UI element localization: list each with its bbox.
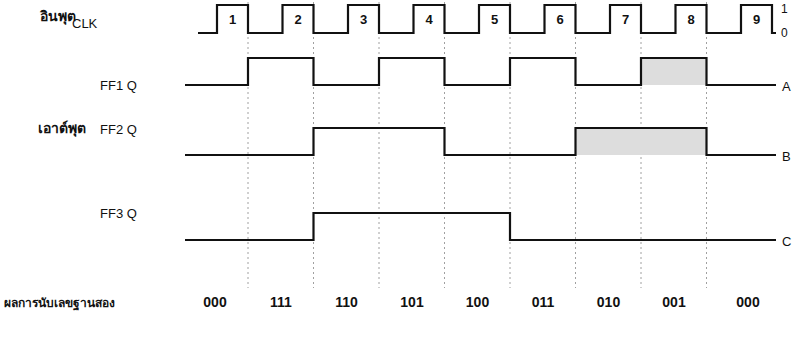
signal-group-label-holder: อินพุต xyxy=(40,5,76,27)
binary-count-holder: 111 xyxy=(270,294,292,310)
binary-count-holder: 110 xyxy=(335,294,358,310)
count-caption-holder: ผลการนับเลขฐานสอง xyxy=(4,293,115,312)
binary-count: 111 xyxy=(270,294,292,310)
binary-count-holder: 010 xyxy=(597,294,620,310)
pulse-number-holder: 2 xyxy=(294,12,301,27)
binary-count-holder: 000 xyxy=(203,294,226,310)
pulse-number-holder: 6 xyxy=(556,12,563,27)
output-name-holder: C xyxy=(782,234,791,249)
signal-group-label-holder: เอาต์พุต xyxy=(38,117,86,139)
signal-name-holder: CLK xyxy=(72,16,97,31)
pulse-number: 4 xyxy=(425,12,432,27)
binary-count-holder: 000 xyxy=(736,294,759,310)
pulse-number-holder: 3 xyxy=(360,12,367,27)
binary-count-holder: 101 xyxy=(400,294,423,310)
edge-guide-line xyxy=(379,2,380,288)
logic-level: 0 xyxy=(781,26,788,40)
output-name: A xyxy=(782,79,791,94)
signal-group-label: อินพุต xyxy=(40,8,76,24)
ff1-q-waveform xyxy=(185,58,776,85)
shaded-pulse xyxy=(641,58,707,85)
pulse-number: 7 xyxy=(622,12,629,27)
binary-count: 001 xyxy=(662,294,685,310)
pulse-number: 8 xyxy=(687,12,694,27)
output-name-holder: B xyxy=(782,149,791,164)
pulse-number-holder: 1 xyxy=(229,12,236,27)
edge-guide-line xyxy=(248,2,249,288)
pulse-number-holder: 8 xyxy=(687,12,694,27)
pulse-number: 2 xyxy=(294,12,301,27)
logic-level: 1 xyxy=(781,2,788,16)
logic-level-holder: 1 xyxy=(781,2,788,16)
output-name: C xyxy=(782,234,791,249)
ff2-q-waveform xyxy=(185,128,776,155)
signal-name-holder: FF1 Q xyxy=(100,78,137,93)
signal-name: FF2 Q xyxy=(100,122,137,137)
binary-count: 000 xyxy=(736,294,759,310)
pulse-number-holder: 5 xyxy=(491,12,498,27)
output-name: B xyxy=(782,149,791,164)
clock-waveform xyxy=(198,5,776,33)
pulse-number: 5 xyxy=(491,12,498,27)
binary-count: 101 xyxy=(400,294,423,310)
pulse-number: 3 xyxy=(360,12,367,27)
signal-name: CLK xyxy=(72,16,97,31)
count-caption: ผลการนับเลขฐานสอง xyxy=(4,296,115,310)
pulse-number-holder: 9 xyxy=(753,12,760,27)
binary-count: 110 xyxy=(335,294,358,310)
output-name-holder: A xyxy=(782,79,791,94)
pulse-number: 1 xyxy=(229,12,236,27)
signal-name-holder: FF2 Q xyxy=(100,122,137,137)
edge-guide-line xyxy=(510,2,511,288)
signal-name: FF3 Q xyxy=(100,206,137,221)
pulse-number: 6 xyxy=(556,12,563,27)
logic-level-holder: 0 xyxy=(781,26,788,40)
binary-count-holder: 100 xyxy=(466,294,489,310)
binary-count: 000 xyxy=(203,294,226,310)
signal-name: FF1 Q xyxy=(100,78,137,93)
ff3-q-waveform xyxy=(185,213,776,240)
shaded-pulse xyxy=(576,128,707,155)
signal-group-label: เอาต์พุต xyxy=(38,120,86,136)
binary-count-holder: 001 xyxy=(662,294,685,310)
binary-count-holder: 011 xyxy=(532,294,555,310)
pulse-number: 9 xyxy=(753,12,760,27)
signal-name-holder: FF3 Q xyxy=(100,206,137,221)
binary-count: 100 xyxy=(466,294,489,310)
pulse-number-holder: 7 xyxy=(622,12,629,27)
binary-count: 010 xyxy=(597,294,620,310)
pulse-number-holder: 4 xyxy=(425,12,432,27)
binary-count: 011 xyxy=(532,294,555,310)
